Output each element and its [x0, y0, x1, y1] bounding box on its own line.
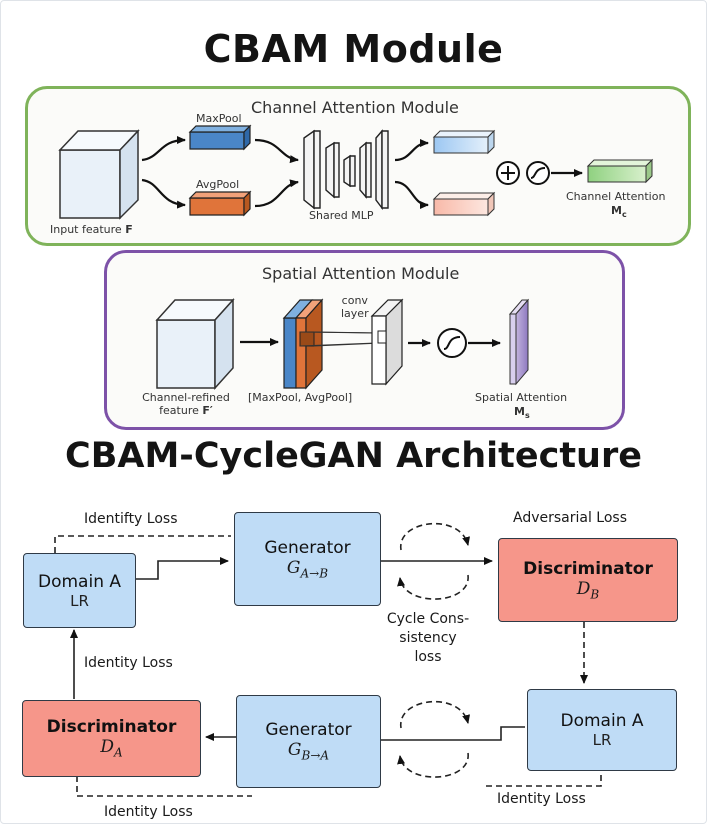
pool-concat-label: [MaxPool, AvgPool] — [248, 391, 353, 404]
conv-layer-map — [370, 298, 404, 386]
spatial-attention-map — [508, 298, 530, 386]
shared-mlp-icon — [303, 129, 389, 211]
domain-a-top-box: Domain A LR — [23, 553, 136, 628]
channel-module-title: Channel Attention Module — [251, 98, 459, 117]
spatial-sigmoid-icon — [437, 328, 467, 358]
channel-attention-symbol: Mc — [611, 204, 627, 220]
generator-b-to-a-box: Generator GB→A — [236, 695, 381, 788]
maxpool-block — [188, 124, 252, 151]
arrow-avgpool-to-mlp — [254, 179, 299, 208]
cyclegan-title: CBAM-CycleGAN Architecture — [65, 436, 642, 476]
cycle-consistency-loops — [397, 522, 470, 778]
input-feature-label: Input feature F — [50, 223, 133, 236]
domain-a-right-box: Domain A LR — [527, 689, 677, 771]
discriminator-a-box: Discriminator DA — [22, 700, 201, 777]
mlp-output-avg — [432, 191, 496, 217]
identity-loss-left-label: Identity Loss — [84, 655, 173, 671]
conv-projection-lines — [299, 331, 383, 347]
arrow-mlp-to-max-out — [394, 139, 429, 162]
arrow-maxpool-to-mlp — [254, 138, 299, 164]
discriminator-b-box: Discriminator DB — [498, 538, 678, 622]
arrow-mlp-to-avg-out — [394, 180, 429, 209]
identity-loss-bottom-label: Identity Loss — [104, 804, 193, 820]
spatial-module-title: Spatial Attention Module — [262, 264, 460, 283]
channel-attention-label: Channel Attention — [566, 190, 666, 203]
identifty-loss-top-label: Identifty Loss — [84, 511, 178, 527]
generator-a-to-b-box: Generator GA→B — [234, 512, 381, 606]
cbam-title: CBAM Module — [203, 27, 504, 71]
sigmoid-icon — [526, 161, 550, 185]
adversarial-loss-label: Adversarial Loss — [513, 510, 628, 526]
arrow-to-maxpool — [141, 136, 186, 162]
input-feature-cube — [58, 129, 140, 220]
mlp-output-max — [432, 129, 496, 155]
spatial-attention-label: Spatial Attention — [475, 391, 568, 404]
arrow-to-avgpool — [141, 178, 186, 209]
identity-loss-right-label: Identity Loss — [497, 791, 586, 807]
refined-feature-cube — [155, 298, 235, 390]
maxpool-label: MaxPool — [196, 112, 242, 125]
channel-attention-map — [586, 158, 654, 184]
shared-mlp-label: Shared MLP — [309, 209, 374, 222]
avgpool-label: AvgPool — [196, 178, 240, 191]
avgpool-block — [188, 190, 252, 217]
pooled-feature-maps — [282, 298, 324, 390]
cyclegan-connectors — [54, 535, 602, 797]
sum-icon — [496, 161, 520, 185]
spatial-attention-symbol: Ms — [514, 405, 530, 421]
